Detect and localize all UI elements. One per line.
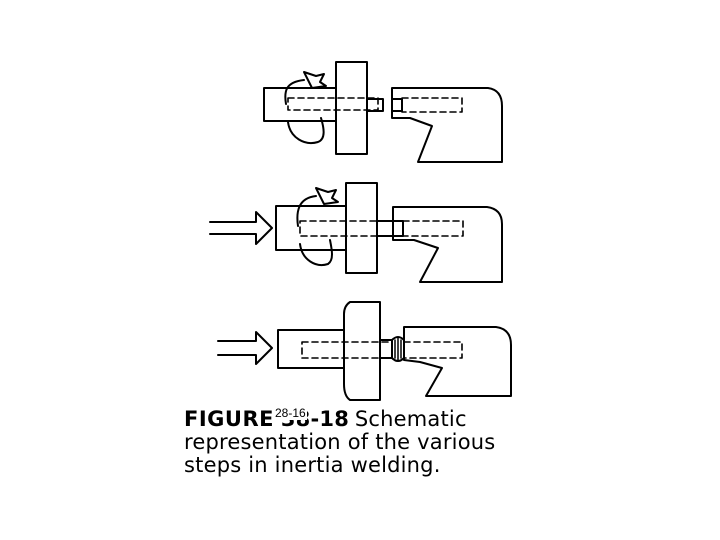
rotation-arrowhead-icon xyxy=(303,71,327,89)
flywheel xyxy=(343,301,381,401)
stationary-hidden-bore xyxy=(403,341,463,359)
step-3-weld-formed xyxy=(217,301,512,401)
hidden-bore xyxy=(287,97,379,111)
rotating-shaft xyxy=(275,205,347,251)
stationary-part xyxy=(391,87,503,163)
stationary-stub xyxy=(391,98,403,112)
step-2-force-and-rotation xyxy=(209,182,503,283)
shaft-stub xyxy=(366,98,384,112)
rotating-shaft xyxy=(263,87,337,122)
flywheel xyxy=(345,182,378,274)
stationary-hidden-bore xyxy=(402,220,464,237)
rotation-arrowhead-icon xyxy=(315,187,339,205)
rotating-shaft xyxy=(277,329,345,369)
hidden-bore xyxy=(301,341,463,359)
stationary-stub xyxy=(392,220,404,237)
rotation-arrow-icon xyxy=(284,79,325,144)
shaft-stub xyxy=(376,220,394,237)
caption-line-3: steps in inertia welding. xyxy=(184,453,441,477)
force-arrow-icon xyxy=(217,331,273,365)
stationary-part xyxy=(392,206,503,283)
step-1-rotation xyxy=(263,61,503,163)
figure-number-label: 28-16 xyxy=(274,406,307,420)
stationary-hidden-bore xyxy=(401,97,463,113)
caption-title: Schematic xyxy=(354,407,467,431)
flywheel xyxy=(335,61,368,155)
stationary-part xyxy=(403,326,512,397)
caption-figure-word: FIGURE xyxy=(184,407,274,431)
rotation-arrow-icon xyxy=(296,195,333,266)
caption-line-2: representation of the various xyxy=(184,430,496,454)
force-arrow-icon xyxy=(209,211,273,245)
